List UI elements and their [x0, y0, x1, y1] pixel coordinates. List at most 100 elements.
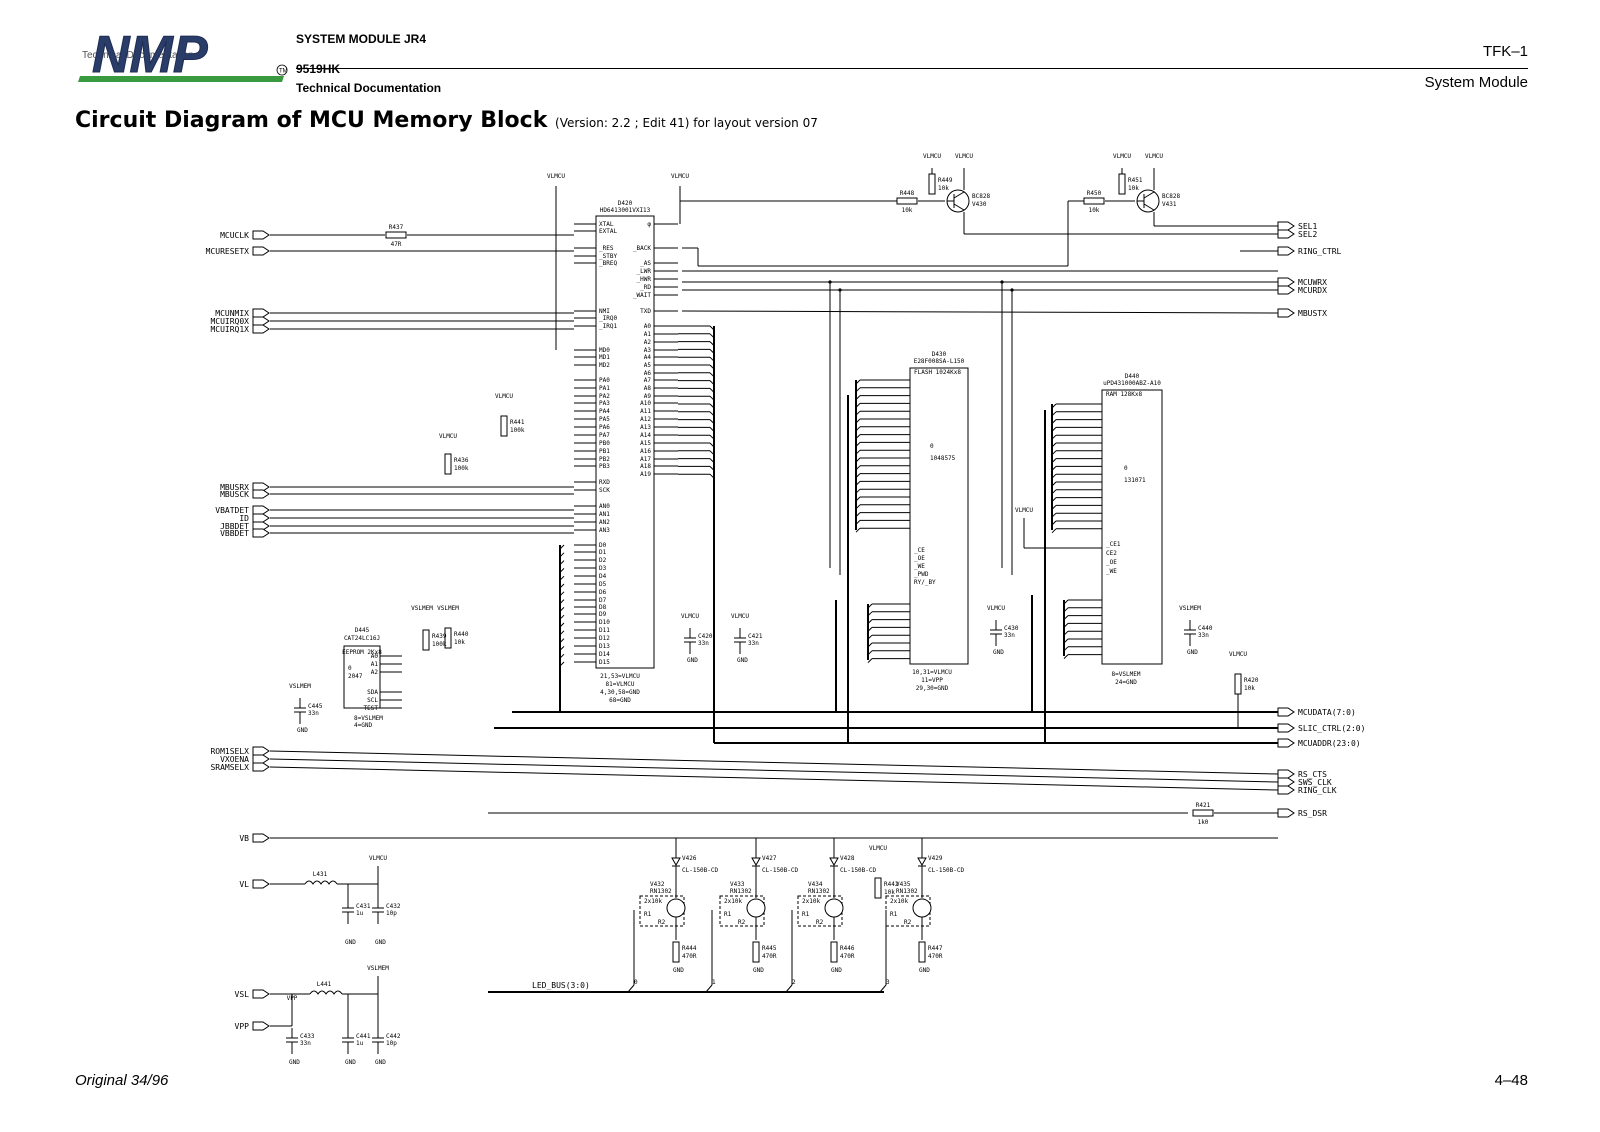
transistor-part: RN1302: [808, 888, 830, 895]
port-arrow: [1277, 808, 1295, 818]
transistor: [746, 898, 766, 918]
mcu-pin-label: PA2: [599, 393, 610, 400]
logo-overlay-text: Technical Documentation: [82, 50, 194, 61]
transistor-res-label: R2: [816, 919, 824, 926]
resistor: [896, 197, 918, 205]
port-label: VBATDET: [215, 506, 249, 515]
capacitor-value: 33n: [300, 1040, 311, 1047]
port-label: VSL: [235, 990, 250, 999]
port-label: VL: [239, 880, 249, 889]
resistor-ref: R439: [432, 633, 447, 640]
junction-dot: [838, 288, 842, 292]
flash-pin: _OE: [914, 555, 925, 562]
resistor-ref: R440: [454, 631, 469, 638]
resistor: [1234, 673, 1242, 695]
capacitor-value: 1u: [356, 910, 364, 917]
resistor-ref: R445: [762, 945, 777, 952]
mcu-pin-label: D12: [599, 635, 610, 642]
gnd-label: GND: [375, 1059, 386, 1066]
port-label: VXOENA: [220, 755, 249, 764]
mcu-pin-label: PA7: [599, 432, 610, 439]
supply-label: VLMCU: [671, 173, 689, 180]
port-label: RING_CTRL: [1298, 247, 1342, 256]
port-label: MCUWRX: [1298, 278, 1327, 287]
transistor-package: [639, 895, 685, 927]
port-label: VB: [239, 834, 249, 843]
port-label: VPP: [235, 1022, 250, 1031]
transistor-res-label: 2x10k: [724, 898, 742, 905]
mcu-pin-label: _WAIT: [633, 292, 651, 299]
transistor-ref: V430: [972, 201, 987, 208]
eeprom-pin: A0: [371, 653, 379, 660]
mcu-pin-label: RXD: [599, 479, 610, 486]
eeprom-chip: [343, 645, 381, 709]
resistor-value: 100k: [454, 465, 469, 472]
resistor: [1083, 197, 1105, 205]
supply-label: VLMCU: [495, 393, 513, 400]
ram-power-note: 8=VSLMEM: [1112, 671, 1141, 678]
port-arrow: [1277, 707, 1295, 717]
mcu-ref: D420: [618, 200, 633, 207]
port-arrow: [252, 989, 270, 999]
port-arrow: [252, 528, 270, 538]
eeprom-pin: A1: [371, 661, 379, 668]
resistor-ref: R420: [1244, 677, 1259, 684]
mcu-pin-label: D1: [599, 549, 607, 556]
gnd-label: GND: [993, 649, 1004, 656]
supply-label: VSLMEM: [367, 965, 389, 972]
mcu-pin-label: A11: [640, 408, 651, 415]
gnd-label: GND: [753, 967, 764, 974]
capacitor-value: 33n: [1198, 632, 1209, 639]
page-code: TFK–1: [1482, 43, 1528, 60]
mcu-pin-label: D9: [599, 611, 607, 618]
flash-power-note: 11=VPP: [921, 677, 943, 684]
transistor-res-label: 2x10k: [644, 898, 662, 905]
flash-range: 0: [930, 443, 934, 450]
mcu-pin-label: _AS: [640, 260, 651, 267]
capacitor-ref: C433: [300, 1033, 315, 1040]
mcu-pin-label: _IRQ0: [599, 315, 617, 322]
inductor-ref: L431: [313, 871, 328, 878]
port-arrow: [252, 746, 270, 756]
resistor-value: 470R: [928, 953, 943, 960]
mcu-pin-label: PB3: [599, 463, 610, 470]
mcu-pin-label: A19: [640, 471, 651, 478]
mcu-power-note: 81=VLMCU: [606, 681, 635, 688]
mcu-pin-label: PA6: [599, 424, 610, 431]
mcu-part: HD6413001VXI13: [600, 207, 651, 214]
port-arrow: [1277, 246, 1295, 256]
port-label: MBUSRX: [220, 483, 249, 492]
flash-part: E28F008SA-L150: [914, 358, 965, 365]
port-arrow: [252, 489, 270, 499]
gnd-label: GND: [345, 1059, 356, 1066]
port-label: SWS_CLK: [1298, 778, 1332, 787]
ram-chip: [1101, 389, 1163, 665]
led-part: CL-150B-CD: [840, 867, 877, 874]
port-arrow: [252, 513, 270, 523]
ram-range: 0: [1124, 465, 1128, 472]
flash-desc: FLASH 1024Kx8: [914, 369, 961, 376]
junction-dot: [828, 280, 832, 284]
supply-label: VLMCU: [1229, 651, 1247, 658]
bus-index: 0: [634, 979, 638, 986]
header-rule: [296, 68, 1528, 69]
schematic-components: [252, 173, 1295, 1054]
supply-label: VSLMEM: [437, 605, 459, 612]
mcu-pin-label: A6: [644, 370, 652, 377]
resistor-ref: R444: [682, 945, 697, 952]
supply-label: VLMCU: [439, 433, 457, 440]
transistor-package: [885, 895, 931, 927]
page-title: Circuit Diagram of MCU Memory Block (Ver…: [75, 108, 818, 133]
transistor-part: RN1302: [896, 888, 918, 895]
transistor-part: BC828: [972, 193, 990, 200]
capacitor-ref: C430: [1004, 625, 1019, 632]
mcu-pin-label: A14: [640, 432, 651, 439]
capacitor-ref: C445: [308, 703, 323, 710]
inductor: [309, 990, 343, 995]
transistor-ref: V433: [730, 881, 745, 888]
mcu-power-note: 68=GND: [609, 697, 631, 704]
mcu-pin-label: AN0: [599, 503, 610, 510]
eeprom-pin: TEST: [364, 705, 379, 712]
transistor-ref: V435: [896, 881, 911, 888]
transistor: [824, 898, 844, 918]
